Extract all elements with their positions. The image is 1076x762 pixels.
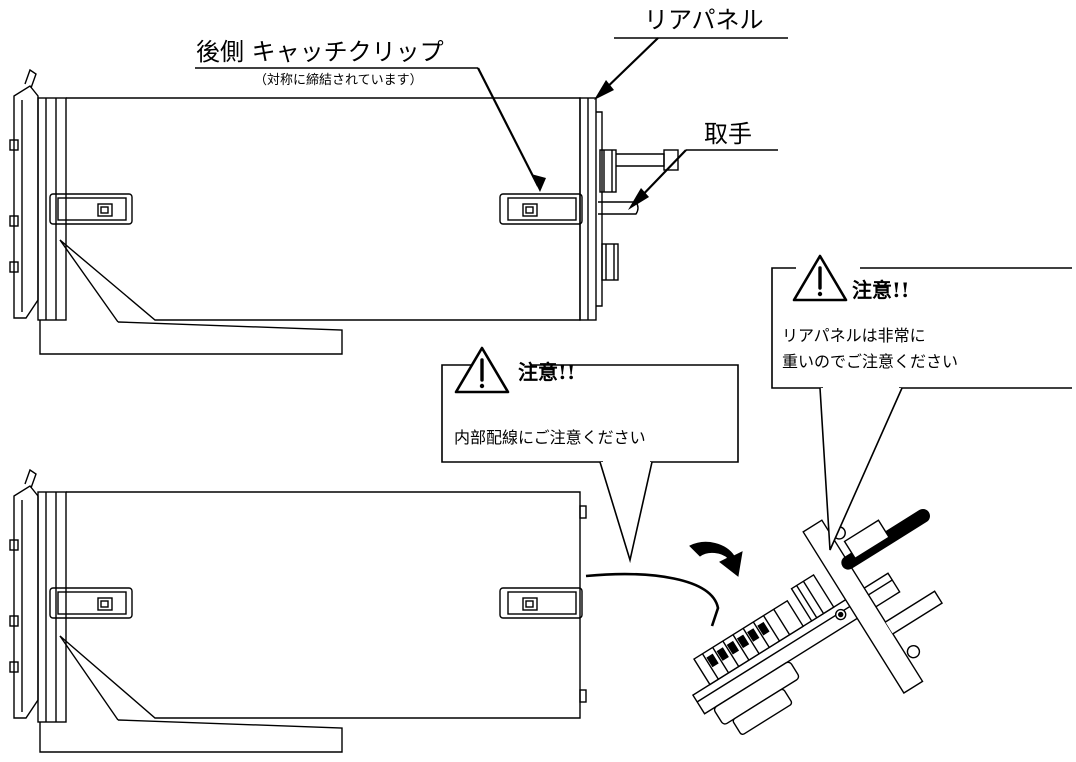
label-handle: 取手: [704, 120, 752, 148]
warning-wiring-text: 内部配線にご注意ください: [454, 428, 646, 447]
detached-rear-panel: [691, 508, 944, 735]
curved-arrow-icon: [689, 541, 743, 577]
label-symmetric-note: （対称に締結されています）: [254, 73, 423, 88]
label-rear-catch-clip: 後側 キャッチクリップ: [196, 38, 444, 66]
warning-panel-line2: 重いのでご注意ください: [782, 352, 959, 371]
warning-wiring-title: 注意!!: [518, 360, 576, 384]
bottom-enclosure-drawing: [9, 468, 720, 753]
warning-triangle-icon: [454, 346, 510, 394]
top-callouts: [195, 37, 788, 210]
top-enclosure-drawing: [9, 68, 679, 355]
warning-panel-title: 注意!!: [852, 278, 910, 302]
warning-panel-line1: リアパネルは非常に: [782, 326, 926, 345]
warning-box-wiring: [441, 364, 739, 564]
warning-box-panel: [771, 267, 1072, 551]
label-rear-panel: リアパネル: [644, 6, 764, 34]
warning-triangle-icon: [792, 254, 848, 302]
